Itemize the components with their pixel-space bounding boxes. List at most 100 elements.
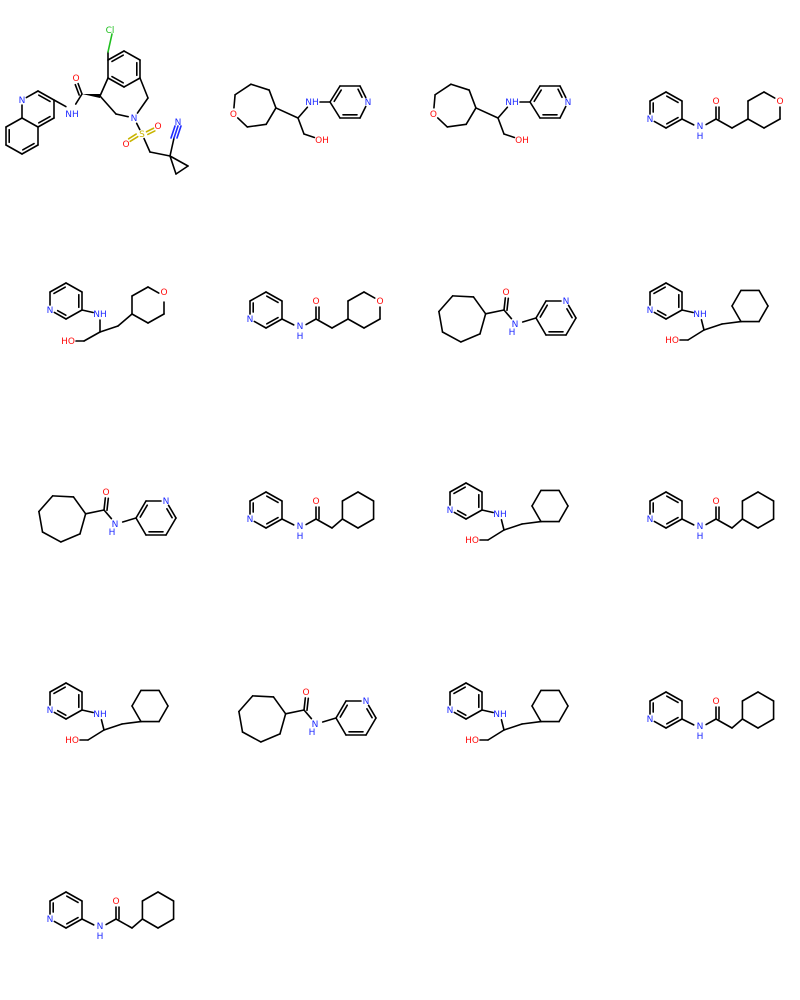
bond [558, 505, 569, 523]
atom-label-o: HO [465, 536, 479, 546]
atom-label-n: N [131, 114, 138, 124]
bond [446, 123, 467, 128]
bond [49, 682, 67, 693]
bond [37, 90, 55, 101]
bond [127, 133, 137, 140]
bond [450, 83, 470, 91]
bond [731, 518, 744, 529]
atom-label-o: O [112, 897, 119, 907]
bond [139, 504, 149, 518]
bond [38, 94, 51, 103]
bond [665, 691, 683, 702]
bond [481, 509, 494, 514]
atom-label-n: N [647, 715, 654, 725]
bond [453, 686, 466, 695]
bond [303, 709, 313, 720]
bond [758, 305, 769, 323]
bond [107, 77, 125, 88]
bond [81, 309, 94, 314]
bond [165, 517, 177, 536]
bond [484, 309, 505, 315]
bond [251, 695, 275, 698]
bond [465, 509, 483, 520]
bond [139, 77, 149, 99]
bond [441, 331, 462, 343]
bond [558, 705, 569, 723]
atom-label-n: N [647, 306, 654, 316]
bond [763, 91, 776, 99]
bond [103, 497, 107, 511]
bond [135, 517, 147, 536]
bond [757, 491, 775, 502]
bond [157, 891, 175, 902]
atom-label-n: H [509, 328, 516, 338]
bond [649, 91, 667, 102]
bond [21, 117, 39, 128]
atom-label-n: N [297, 522, 304, 532]
bond [357, 518, 375, 529]
bond [238, 710, 244, 733]
bond [503, 133, 516, 139]
bond [65, 891, 83, 902]
bond [747, 91, 765, 102]
bond [303, 133, 316, 139]
bond [56, 309, 67, 317]
bond [497, 117, 505, 135]
bond [529, 85, 541, 103]
bond [53, 711, 67, 720]
bond [681, 309, 694, 314]
bond [559, 85, 567, 99]
bond [100, 719, 105, 731]
atom-label-n: N [297, 322, 304, 332]
atom-label-o: O [312, 497, 319, 507]
bond [521, 520, 542, 525]
bond [99, 95, 117, 115]
bond [5, 144, 23, 155]
bond [99, 77, 109, 97]
bond [297, 117, 305, 135]
atom-label-n: NH [493, 710, 507, 720]
atom-label-n: N [19, 96, 26, 106]
bond [558, 689, 569, 707]
bond [135, 500, 147, 519]
atom-label-o: O [230, 110, 237, 120]
bond [497, 106, 509, 119]
atom-label-n: N [647, 515, 654, 525]
bond [566, 308, 573, 319]
bond [167, 504, 177, 519]
bond [135, 122, 141, 131]
bond [233, 93, 236, 109]
atom-label-o: O [502, 288, 509, 298]
bond [531, 505, 542, 523]
bond [438, 310, 444, 333]
bond [111, 75, 124, 84]
bond [246, 123, 267, 128]
bond [465, 107, 477, 126]
bond [265, 291, 283, 302]
bond [453, 511, 467, 520]
bond [535, 300, 547, 319]
bond [53, 920, 67, 929]
bond [158, 689, 169, 707]
bond [363, 291, 376, 299]
bond [136, 97, 149, 114]
atom-label-o: HO [65, 736, 79, 746]
bond [367, 704, 377, 719]
bond [297, 106, 309, 119]
bond [681, 118, 695, 126]
bond [665, 718, 683, 729]
bond [66, 916, 79, 925]
bond [250, 83, 270, 91]
bond [83, 331, 101, 342]
atom-label-n: NH [93, 310, 107, 320]
bond [175, 165, 189, 175]
